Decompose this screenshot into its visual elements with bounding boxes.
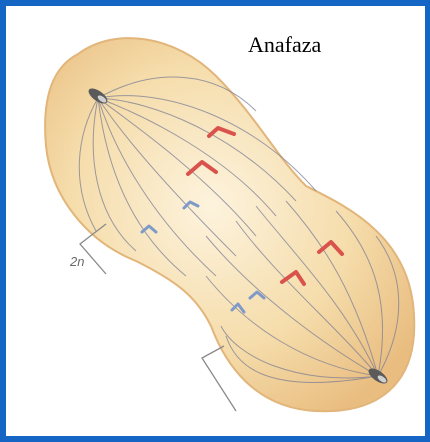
diagram-title: Anafaza (248, 34, 321, 56)
anaphase-illustration (6, 6, 425, 436)
ploidy-label: 2n (70, 254, 84, 269)
diagram-panel: Anafaza 2n (6, 6, 425, 436)
